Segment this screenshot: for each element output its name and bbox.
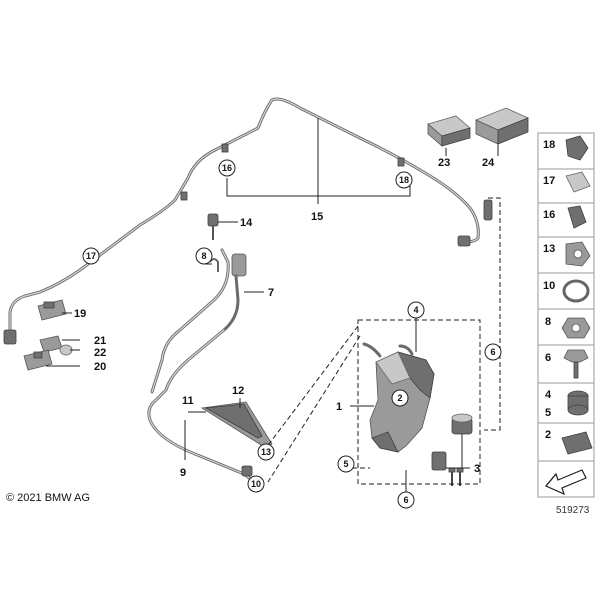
callout-8: 8 — [195, 247, 213, 265]
arrow-symbol-icon — [545, 469, 587, 496]
callout-2-label: 2 — [397, 393, 402, 403]
nozzle-19 — [37, 299, 67, 321]
module-23 — [427, 115, 471, 147]
clip-16-icon — [567, 205, 587, 229]
parts-sidebar: 18 17 16 13 10 8 — [537, 132, 595, 498]
diagram-number: 519273 — [556, 505, 590, 516]
pump-hose-7 — [150, 248, 247, 394]
label-12: 12 — [232, 385, 244, 397]
label-7: 7 — [268, 287, 274, 299]
bolt-6-icon — [563, 349, 589, 363]
sidebar-item-10: 10 — [537, 272, 595, 310]
sidebar-item-17-label: 17 — [543, 175, 555, 187]
label-1: 1 — [336, 401, 342, 413]
sidebar-item-13-label: 13 — [543, 243, 555, 255]
callout-6b-label: 6 — [403, 495, 408, 505]
label-3: 3 — [474, 463, 480, 475]
sidebar-item-17: 17 — [537, 168, 595, 204]
sidebar-item-4-label: 4 — [545, 389, 552, 401]
clip-18-icon — [565, 135, 589, 161]
sidebar-item-2-label: 2 — [545, 429, 551, 441]
sidebar-item-10-label: 10 — [543, 280, 555, 292]
clip-17-icon — [565, 171, 591, 193]
callout-10-label: 10 — [251, 479, 261, 489]
sidebar-item-18-label: 18 — [543, 139, 555, 151]
cap-2-icon — [561, 431, 593, 455]
callout-4: 4 — [407, 301, 425, 319]
hose-clip-16 — [221, 143, 229, 153]
pump-3 — [431, 413, 473, 486]
callout-6-label: 6 — [490, 347, 495, 357]
callout-2: 2 — [391, 389, 409, 407]
label-9: 9 — [180, 467, 186, 479]
clip-8 — [209, 258, 219, 272]
hose-clip-18 — [397, 157, 405, 167]
label-22: 22 — [94, 347, 106, 359]
callout-16-label: 16 — [222, 163, 232, 173]
hose-clamp-10-icon — [562, 279, 590, 303]
callout-13: 13 — [257, 443, 275, 461]
callout-8-label: 8 — [201, 251, 206, 261]
callout-6: 6 — [484, 343, 502, 361]
callout-18-label: 18 — [399, 175, 409, 185]
sidebar-item-6-label: 6 — [545, 352, 551, 364]
sidebar-item-2: 2 — [537, 422, 595, 462]
sidebar-item-6: 6 — [537, 344, 595, 384]
sensor-14 — [207, 213, 219, 240]
sidebar-item-16: 16 — [537, 202, 595, 238]
leader-lines — [46, 118, 499, 492]
callout-17-label: 17 — [86, 251, 96, 261]
callout-5: 5 — [337, 455, 355, 473]
callout-18: 18 — [395, 171, 413, 189]
label-21: 21 — [94, 335, 106, 347]
callout-13-label: 13 — [261, 447, 271, 457]
callout-5-label: 5 — [343, 459, 348, 469]
cover-strip-12 — [200, 401, 273, 449]
hose-end-fitting — [3, 199, 493, 345]
washer-hose-main — [8, 97, 480, 342]
callout-6b: 6 — [397, 491, 415, 509]
symbol-cell — [537, 460, 595, 498]
sidebar-item-4-5: 4 5 — [537, 382, 595, 424]
callout-4-label: 4 — [413, 305, 418, 315]
module-24 — [474, 107, 530, 145]
hose-9 — [147, 328, 254, 482]
sidebar-item-8-label: 8 — [545, 316, 551, 328]
sidebar-item-8: 8 — [537, 308, 595, 346]
label-19: 19 — [74, 308, 86, 320]
callout-17: 17 — [82, 247, 100, 265]
part-21 — [39, 335, 63, 353]
hose-clip-17 — [180, 191, 188, 201]
label-14: 14 — [240, 217, 253, 229]
sidebar-item-5-label: 5 — [545, 407, 551, 419]
callout-10: 10 — [247, 475, 265, 493]
callout-16: 16 — [218, 159, 236, 177]
copyright-text: © 2021 BMW AG — [6, 492, 90, 504]
label-15: 15 — [311, 211, 323, 223]
label-11: 11 — [182, 395, 194, 407]
sidebar-item-16-label: 16 — [543, 209, 555, 221]
label-24: 24 — [482, 157, 495, 169]
label-20: 20 — [94, 361, 106, 373]
sidebar-item-13: 13 — [537, 236, 595, 274]
label-23: 23 — [438, 157, 450, 169]
part-20 — [23, 349, 53, 371]
sidebar-item-18: 18 — [537, 132, 595, 170]
